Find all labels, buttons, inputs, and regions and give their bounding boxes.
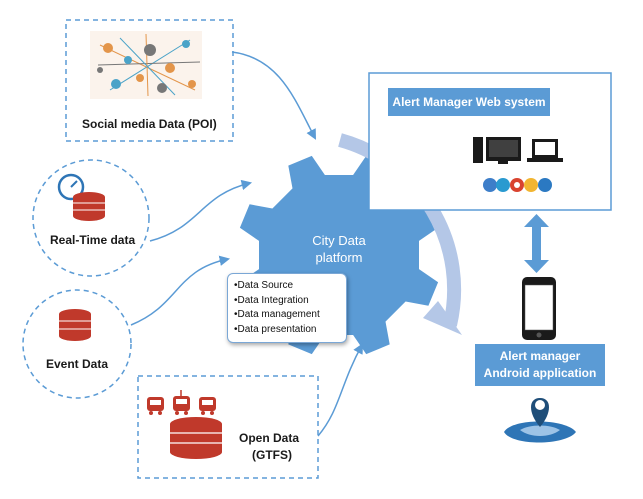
transit-database-icon xyxy=(147,390,222,459)
smartphone-icon xyxy=(522,277,556,340)
android-app-title: Alert manager Android application xyxy=(475,344,605,386)
train-icon xyxy=(199,397,216,415)
realtime-database-icon xyxy=(57,173,105,221)
arrow-event xyxy=(130,255,231,326)
social-media-box xyxy=(65,19,234,142)
platform-title-line1: City Data xyxy=(312,233,366,248)
feature-item: •Data Source xyxy=(234,280,294,291)
open-data-label-line1: Open Data xyxy=(239,431,300,445)
platform-title: City Data platform xyxy=(299,232,379,266)
tram-icon xyxy=(173,390,190,415)
realtime-circle xyxy=(32,159,150,277)
arrow-open-data xyxy=(317,343,364,437)
arrow-realtime xyxy=(149,179,253,242)
arrow-social xyxy=(231,51,316,140)
browser-logos-icon xyxy=(483,178,552,192)
web-system-title: Alert Manager Web system xyxy=(388,88,550,116)
realtime-label: Real-Time data xyxy=(50,233,136,247)
database-icon xyxy=(59,309,91,341)
feature-item: •Data management xyxy=(234,309,320,320)
open-data-label-line2: (GTFS) xyxy=(252,448,292,462)
feature-item: •Data Integration xyxy=(234,294,309,306)
social-media-label: Social media Data (POI) xyxy=(82,117,217,131)
android-title-line1: Alert manager xyxy=(499,349,581,363)
map-pin-icon xyxy=(504,398,576,443)
event-circle xyxy=(22,289,132,399)
platform-title-line2: platform xyxy=(315,250,363,265)
social-network-icon xyxy=(90,31,202,99)
feature-item: •Data presentation xyxy=(234,323,317,335)
bus-icon xyxy=(147,397,164,415)
event-label: Event Data xyxy=(46,357,109,371)
android-title-line2: Android application xyxy=(483,366,597,380)
platform-features-box: •Data Source •Data Integration •Data man… xyxy=(227,273,347,343)
open-data-box xyxy=(137,375,319,479)
desktop-computer-icon xyxy=(473,137,521,164)
feedback-arc-head xyxy=(423,301,462,335)
laptop-icon xyxy=(527,139,563,162)
sync-double-arrow xyxy=(524,214,549,273)
